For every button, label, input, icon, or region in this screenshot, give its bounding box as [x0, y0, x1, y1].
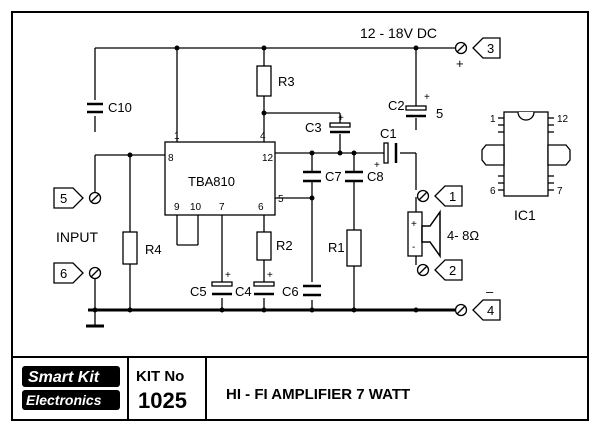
- ic1-package-icon: 1 12 6 7 IC1: [481, 111, 571, 223]
- c7-label: C7: [325, 169, 342, 184]
- c5-label: C5: [190, 284, 207, 299]
- supply-minus: –: [486, 284, 494, 299]
- outer-frame: [11, 11, 589, 421]
- svg-text:6: 6: [60, 266, 67, 281]
- svg-text:-: -: [412, 242, 415, 253]
- capacitor-c5: + C5: [190, 270, 233, 299]
- page-title: HI - FI AMPLIFIER 7 WATT: [226, 386, 410, 403]
- r4-label: R4: [145, 242, 162, 257]
- connector-1: 1: [416, 185, 463, 207]
- r1-label: R1: [328, 240, 345, 255]
- capacitor-c1: + C1: [374, 126, 398, 171]
- capacitor-c7: C7: [303, 169, 342, 184]
- svg-text:9: 9: [174, 202, 180, 213]
- capacitor-c3: + C3: [305, 113, 351, 135]
- svg-text:4: 4: [487, 303, 494, 318]
- connector-6: 6: [53, 262, 102, 284]
- c6-label: C6: [282, 284, 299, 299]
- input-label: INPUT: [56, 229, 98, 245]
- c3-label: C3: [305, 120, 322, 135]
- capacitor-c2: + C2 5: [388, 92, 443, 121]
- connector-3: 3: [454, 37, 501, 59]
- connector-4: 4: [454, 299, 501, 321]
- junction-dots: [92, 45, 419, 313]
- svg-text:7: 7: [219, 202, 225, 213]
- c4-label: C4: [235, 284, 252, 299]
- capacitor-c4: + C4: [235, 270, 275, 299]
- resistor-r4: R4: [122, 231, 162, 265]
- c1-label: C1: [380, 126, 397, 141]
- capacitor-c10: C10: [87, 100, 132, 115]
- kit-label: KIT No: [136, 368, 184, 385]
- svg-text:2: 2: [449, 263, 456, 278]
- svg-text:+: +: [411, 219, 417, 230]
- svg-text:3: 3: [487, 41, 494, 56]
- svg-text:+: +: [374, 160, 380, 171]
- circuit-wires: [86, 47, 455, 328]
- r3-label: R3: [278, 74, 295, 89]
- c10-label: C10: [108, 100, 132, 115]
- c8-label: C8: [367, 169, 384, 184]
- svg-text:1: 1: [449, 189, 456, 204]
- svg-text:1: 1: [174, 131, 180, 142]
- supply-plus: +: [456, 56, 464, 71]
- smartkit-logo: Smart Kit Electronics: [22, 366, 120, 410]
- supply-label: 12 - 18V DC: [360, 25, 437, 41]
- svg-text:7: 7: [557, 186, 563, 197]
- connector-2: 2: [416, 259, 463, 281]
- svg-text:+: +: [424, 92, 430, 103]
- resistor-r3: R3: [256, 65, 295, 97]
- svg-text:6: 6: [258, 202, 264, 213]
- connector-5: 5: [53, 187, 102, 209]
- svg-text:10: 10: [190, 202, 202, 213]
- ic-tba810: TBA810 1 4 8 12 9 10 7 6 5: [164, 131, 284, 216]
- svg-text:12: 12: [557, 114, 569, 125]
- svg-text:8: 8: [168, 153, 174, 164]
- resistor-r1: R1: [328, 229, 362, 267]
- title-block: Smart Kit Electronics KIT No 1025 HI - F…: [12, 356, 588, 420]
- resistor-r2: R2: [256, 231, 293, 261]
- svg-text:Smart Kit: Smart Kit: [28, 369, 100, 386]
- capacitor-c6: C6: [282, 284, 321, 299]
- svg-text:12: 12: [262, 153, 274, 164]
- c2-value: 5: [436, 106, 443, 121]
- svg-text:1: 1: [490, 114, 496, 125]
- ic1-label: IC1: [514, 207, 536, 223]
- kit-number: 1025: [138, 388, 187, 413]
- capacitor-c8: C8: [345, 169, 384, 184]
- svg-text:+: +: [267, 270, 273, 281]
- speaker-icon: + - 4- 8Ω: [407, 209, 479, 259]
- svg-text:+: +: [225, 270, 231, 281]
- svg-text:5: 5: [278, 194, 284, 205]
- ic-name: TBA810: [188, 174, 235, 189]
- svg-text:4: 4: [260, 131, 266, 142]
- svg-text:5: 5: [60, 191, 67, 206]
- c2-label: C2: [388, 98, 405, 113]
- speaker-label: 4- 8Ω: [447, 228, 479, 243]
- svg-text:6: 6: [490, 186, 496, 197]
- svg-text:+: +: [338, 113, 344, 124]
- r2-label: R2: [276, 238, 293, 253]
- svg-text:Electronics: Electronics: [26, 392, 102, 408]
